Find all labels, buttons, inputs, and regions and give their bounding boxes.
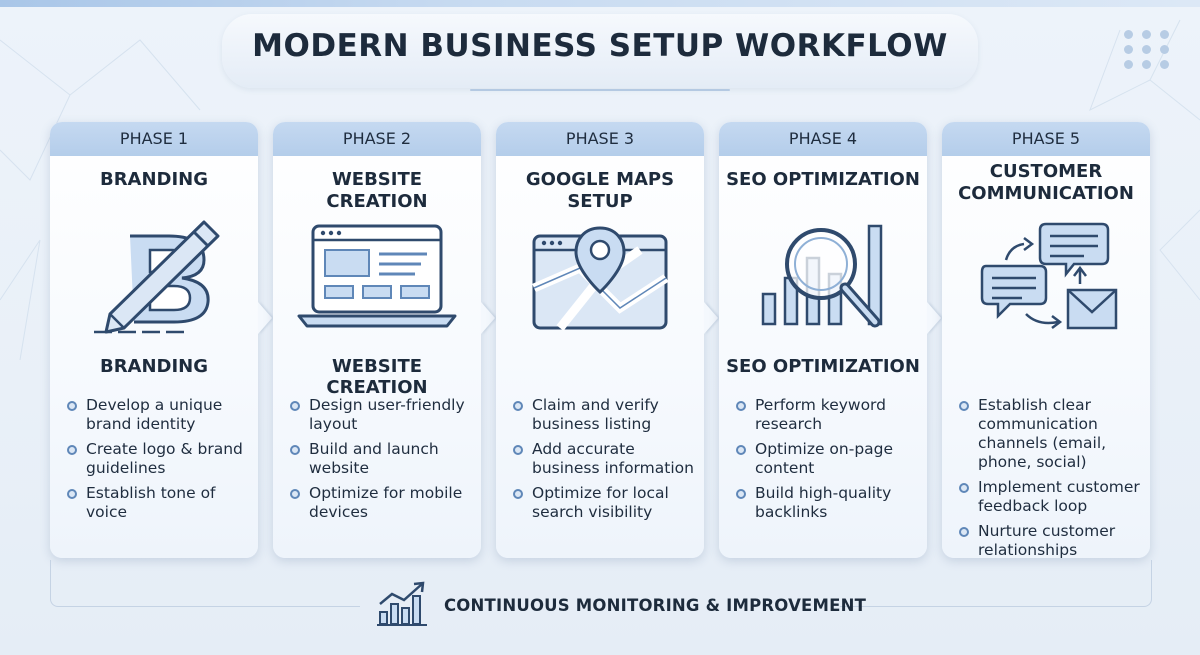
arrow-connector — [927, 302, 941, 334]
phase-subtitle: BRANDING — [99, 356, 209, 377]
phase-label: PHASE 1 — [50, 122, 258, 156]
phase-bullets: Establish clear communication channels (… — [959, 396, 1150, 566]
bullet-icon — [736, 445, 746, 455]
phase-title: SEO OPTIMIZATION — [726, 169, 920, 190]
phase-title: CUSTOMER COMMUNICATION — [958, 161, 1134, 204]
growth-chart-icon — [377, 581, 427, 626]
bullet-icon — [513, 401, 523, 411]
phase-label: PHASE 5 — [942, 122, 1150, 156]
list-item: Establish clear communication channels (… — [959, 396, 1150, 472]
phase-label: PHASE 2 — [273, 122, 481, 156]
footer-label: CONTINUOUS MONITORING & IMPROVEMENT — [444, 596, 867, 615]
bullet-icon — [290, 401, 300, 411]
bullet-icon — [290, 489, 300, 499]
list-item: Create logo & brand guidelines — [67, 440, 258, 478]
bullet-icon — [513, 489, 523, 499]
bullet-icon — [736, 401, 746, 411]
phase-card-2: PHASE 2 WEBSITE CREATION WEBSITE CREATIO… — [273, 122, 495, 558]
phase-card-3: PHASE 3 GOOGLE MAPS SETUP Claim and veri… — [496, 122, 718, 558]
list-item: Perform keyword research — [736, 396, 927, 434]
list-item: Build and launch website — [290, 440, 481, 478]
bullet-icon — [959, 483, 969, 493]
phase-title: WEBSITE CREATION — [326, 169, 428, 212]
list-item: Add accurate business information — [513, 440, 704, 478]
bullet-icon — [736, 489, 746, 499]
phase-label: PHASE 4 — [719, 122, 927, 156]
bullet-icon — [959, 401, 969, 411]
page-title: MODERN BUSINESS SETUP WORKFLOW — [252, 28, 948, 64]
list-item: Claim and verify business listing — [513, 396, 704, 434]
list-item: Optimize on-page content — [736, 440, 927, 478]
phase-bullets: Claim and verify business listing Add ac… — [513, 396, 704, 528]
bullet-icon — [67, 445, 77, 455]
list-item: Optimize for local search visibility — [513, 484, 704, 522]
arrow-connector — [258, 302, 272, 334]
phase-title: GOOGLE MAPS SETUP — [525, 169, 675, 212]
brand-pencil-icon — [94, 220, 220, 334]
list-item: Develop a unique brand identity — [67, 396, 258, 434]
footer-label-background — [360, 590, 840, 620]
decorative-dots — [1124, 30, 1176, 70]
phase-card-5: PHASE 5 CUSTOMER COMMUNICATION Establish… — [942, 122, 1150, 559]
chat-mail-icon — [980, 222, 1118, 330]
magnifier-chart-icon — [761, 224, 883, 328]
bullet-icon — [67, 489, 77, 499]
phase-title: BRANDING — [99, 169, 209, 190]
list-item: Establish tone of voice — [67, 484, 258, 522]
arrow-connector — [704, 302, 718, 334]
title-underline — [470, 89, 730, 91]
phase-card-1: PHASE 1 BRANDING BRANDING Develop a uniq… — [50, 122, 272, 558]
list-item: Implement customer feedback loop — [959, 478, 1150, 516]
arrow-connector — [481, 302, 495, 334]
phase-subtitle: WEBSITE CREATION — [326, 356, 428, 398]
bullet-icon — [290, 445, 300, 455]
phase-card-4: PHASE 4 SEO OPTIMIZATION SEO OPTIMIZATIO… — [719, 122, 941, 558]
laptop-icon — [297, 224, 457, 328]
phase-bullets: Develop a unique brand identity Create l… — [67, 396, 258, 528]
title-banner — [222, 14, 978, 88]
map-pin-icon — [532, 226, 669, 331]
bullet-icon — [67, 401, 77, 411]
phase-bullets: Perform keyword research Optimize on-pag… — [736, 396, 927, 528]
list-item: Design user-friendly layout — [290, 396, 481, 434]
bullet-icon — [513, 445, 523, 455]
list-item: Optimize for mobile devices — [290, 484, 481, 522]
phase-subtitle: SEO OPTIMIZATION — [726, 356, 920, 377]
phase-bullets: Design user-friendly layout Build and la… — [290, 396, 481, 528]
phase-label: PHASE 3 — [496, 122, 704, 156]
bullet-icon — [959, 527, 969, 537]
top-accent-bar — [0, 0, 1200, 7]
list-item: Nurture customer relationships — [959, 522, 1150, 560]
list-item: Build high-quality backlinks — [736, 484, 927, 522]
